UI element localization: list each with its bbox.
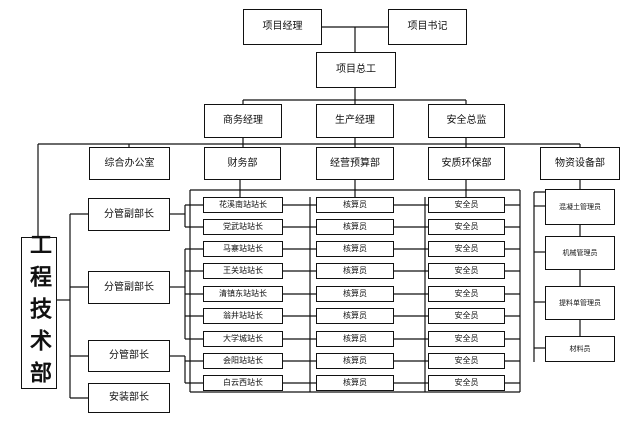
finance-dept-box: 财务部 [204, 147, 281, 180]
safety-officer-box: 安全员 [428, 241, 505, 257]
safety-officer-box: 安全员 [428, 197, 505, 213]
chief-engineer-box: 项目总工 [316, 52, 396, 88]
director-box: 分管部长 [88, 340, 170, 372]
business-manager-box: 商务经理 [204, 104, 282, 138]
installation-director-box: 安装部长 [88, 383, 170, 413]
accountant-box: 核算员 [316, 375, 394, 391]
safety-officer-box: 安全员 [428, 353, 505, 369]
station-head-box: 会阳站站长 [203, 353, 283, 369]
production-manager-box: 生产经理 [316, 104, 394, 138]
accountant-box: 核算员 [316, 286, 394, 302]
budget-dept-box: 经营预算部 [316, 147, 394, 180]
station-head-box: 翁井站站长 [203, 308, 283, 324]
safety-director-box: 安全总监 [428, 104, 505, 138]
safety-officer-box: 安全员 [428, 308, 505, 324]
accountant-box: 核算员 [316, 308, 394, 324]
accountant-box: 核算员 [316, 331, 394, 347]
accountant-box: 核算员 [316, 197, 394, 213]
general-office-box: 综合办公室 [89, 147, 170, 180]
safety-officer-box: 安全员 [428, 219, 505, 235]
station-head-box: 马寨站站长 [203, 241, 283, 257]
safety-officer-box: 安全员 [428, 286, 505, 302]
station-head-box: 花溪南站站长 [203, 197, 283, 213]
deputy-director-box: 分管副部长 [88, 271, 170, 304]
material-list-manager-box: 提料单管理员 [545, 286, 615, 320]
machinery-manager-box: 机械管理员 [545, 236, 615, 270]
station-head-box: 白云西站长 [203, 375, 283, 391]
material-clerk-box: 材料员 [545, 336, 615, 362]
quality-safety-env-dept-box: 安质环保部 [428, 147, 505, 180]
accountant-box: 核算员 [316, 353, 394, 369]
deputy-director-box: 分管副部长 [88, 198, 170, 231]
safety-officer-box: 安全员 [428, 263, 505, 279]
engineering-dept-box: 工程技术部 [21, 233, 57, 393]
station-head-box: 大学城站长 [203, 331, 283, 347]
accountant-box: 核算员 [316, 263, 394, 279]
project-secretary-box: 项目书记 [388, 9, 467, 45]
station-head-box: 王关站站长 [203, 263, 283, 279]
project-manager-box: 项目经理 [243, 9, 322, 45]
safety-officer-box: 安全员 [428, 331, 505, 347]
accountant-box: 核算员 [316, 241, 394, 257]
safety-officer-box: 安全员 [428, 375, 505, 391]
station-head-box: 清镇东站站长 [203, 286, 283, 302]
concrete-manager-box: 混凝土管理员 [545, 189, 615, 225]
accountant-box: 核算员 [316, 219, 394, 235]
station-head-box: 党武站站长 [203, 219, 283, 235]
materials-equipment-dept-box: 物资设备部 [540, 147, 620, 180]
